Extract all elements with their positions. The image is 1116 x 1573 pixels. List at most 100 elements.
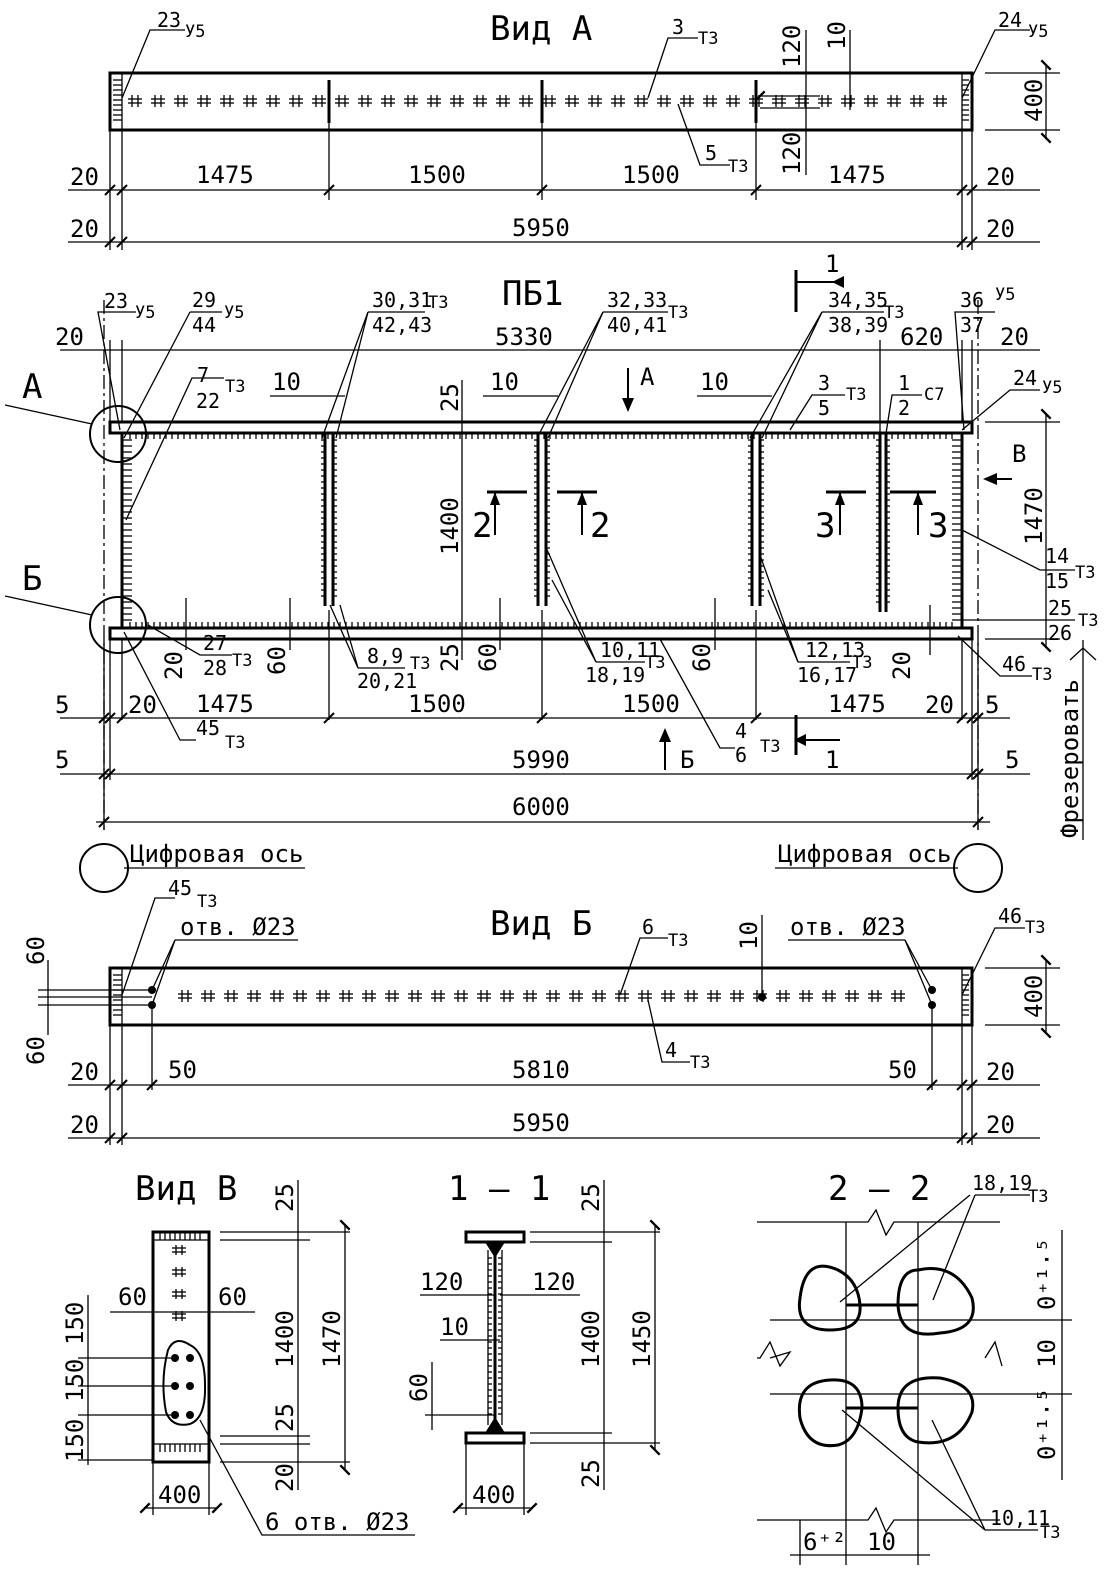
view-a-title: Вид А [490,9,592,49]
pb1-dim-5990: 5990 [512,746,570,774]
pb1-dim-5-right-2: 5 [1005,746,1019,774]
pb1-callout-36: 36 [960,288,984,312]
pb1-dim-25-bottom: 25 [436,643,464,672]
vv-dim-150-a: 150 [61,1302,89,1345]
pb1-weld-ticks [122,433,962,628]
view-b-flange-outline [108,966,974,1027]
view-b-weld-ticks [113,974,969,1016]
s22-dim-gap: 6⁺² [803,1528,846,1556]
pb1-ribs [321,433,890,612]
pb1-detail-a-label: А [22,367,42,407]
weld-bead-upper-left [797,1264,862,1332]
vb-dim-20-r2: 20 [986,1111,1015,1139]
pb1-dim-1500-b: 1500 [622,690,680,718]
va-dim-5950: 5950 [512,214,570,242]
section-2-2-title: 2 – 2 [828,1169,930,1209]
pb1-section-1-bottom: 1 [825,746,839,774]
section-1-1: 1 – 1 120 120 10 60 25 1400 25 1450 400 [405,1169,661,1515]
pb1-dim-10-rib1: 10 [272,368,301,396]
s22-callout-18-19: 18,19 [972,1171,1032,1195]
va-dim-1475-a: 1475 [196,161,254,189]
pb1-view-b-arrow: Б [680,746,694,774]
va-dim-1500-b: 1500 [622,161,680,189]
pb1-callout-34-35: 34,35 [828,288,888,312]
va-dim-120-bottom: 120 [778,132,806,175]
pb1-dim-60-a: 60 [263,646,291,675]
va-callout-5-sheet: Т3 [728,157,748,177]
va-dim-120-top: 120 [778,25,806,68]
pb1-callout-3-sheet: Т3 [846,385,866,405]
va-dim-10: 10 [823,21,851,50]
pb1-detail-b-label: Б [22,559,42,599]
pb1-callout-44: 44 [192,313,216,337]
pb1-dim-25-top: 25 [436,383,464,412]
section-1-1-weld-ticks [488,1257,502,1415]
vv-dim-25-a: 25 [271,1183,299,1212]
vv-dim-1400: 1400 [271,1310,299,1368]
vb-holes-right: отв. Ø23 [790,913,906,941]
pb1-dim-20-right: 20 [925,691,954,719]
axis-bubble-right [953,843,1003,893]
pb1-callout-4: 4 [735,719,747,743]
vv-dim-60-right: 60 [218,1283,247,1311]
vb-dim-5810: 5810 [512,1056,570,1084]
vb-callout-6: 6 [642,915,654,939]
section-1-1-top-flange [464,1230,526,1244]
vb-callout-4: 4 [665,1038,677,1062]
va-dim-20-r1: 20 [986,163,1015,191]
pb1-callout-10-sheet: Т3 [645,653,665,673]
vb-dim-20-r1: 20 [986,1058,1015,1086]
weld-bead-lower-left [797,1378,864,1448]
s11-dim-25-b: 25 [577,1459,605,1488]
pb1-view-a-arrow: А [640,363,655,391]
s11-dim-25-a: 25 [577,1183,605,1212]
va-dim-1500-a: 1500 [408,161,466,189]
pb1-callout-27-sheet: Т3 [232,651,252,671]
pb1-dim-20-stiff-right: 20 [888,651,916,680]
vv-dim-20: 20 [271,1463,299,1492]
pb1-callout-40-41: 40,41 [607,313,667,337]
va-dim-20-l1: 20 [70,163,99,191]
s11-dim-1450: 1450 [628,1310,656,1368]
pb1-dim-5330: 5330 [495,323,553,351]
view-a: Вид А 23 У5 24 У5 3 Т3 5 Т3 120 120 10 4… [68,8,1060,250]
pb1-callout-29: 29 [192,288,216,312]
vb-callout-46: 46 [998,904,1022,928]
pb1-section-2-right: 2 [590,506,610,546]
pb1-dim-5-right: 5 [985,691,999,719]
section-1-1-bottom-flange [464,1431,526,1445]
pb1-callout-5: 5 [818,396,830,420]
pb1-callout-1-sheet: С7 [924,385,944,405]
pb1-callout-45: 45 [196,716,220,740]
pb1-callout-4-sheet: Т3 [760,737,780,757]
vb-dim-50-b: 50 [888,1056,917,1084]
pb1-callout-22: 22 [196,389,220,413]
pb1-callout-25-sheet: Т3 [1078,611,1098,631]
pb1-dim-20-stiff-left: 20 [160,651,188,680]
va-callout-23-sheet: У5 [185,22,205,42]
pb1-callout-6: 6 [735,743,747,767]
view-v-title: Вид В [135,1169,237,1209]
vv-dim-150-c: 150 [61,1419,89,1462]
weld-bead-upper-right [896,1267,975,1336]
pb1-callout-42-43: 42,43 [372,313,432,337]
vv-dim-150-b: 150 [61,1359,89,1402]
pb1-callout-46-sheet: Т3 [1032,665,1052,685]
pb1-dim-60-b: 60 [474,643,502,672]
pb1-callout-46: 46 [1002,652,1026,676]
vv-dim-400: 400 [158,1481,201,1509]
pb1-callout-38-39: 38,39 [828,313,888,337]
pb1-dim-6000: 6000 [512,793,570,821]
pb1-dim-1475-a: 1475 [196,690,254,718]
pb1-dim-10-rib2: 10 [490,368,519,396]
pb1-callout-7-sheet: Т3 [225,377,245,397]
pb1-callout-32-33: 32,33 [607,288,667,312]
pb1-callout-23: 23 [104,289,128,313]
pb1-callout-12-13: 12,13 [805,638,865,662]
pb1-callout-32-sheet: Т3 [668,303,688,323]
vb-callout-45: 45 [168,876,192,900]
pb1-callout-30-sheet: Т3 [428,293,448,313]
s22-callout-18-sheet: Т3 [1028,1187,1048,1207]
s22-tol-bottom: 0⁺¹·⁵ [1033,1388,1061,1460]
